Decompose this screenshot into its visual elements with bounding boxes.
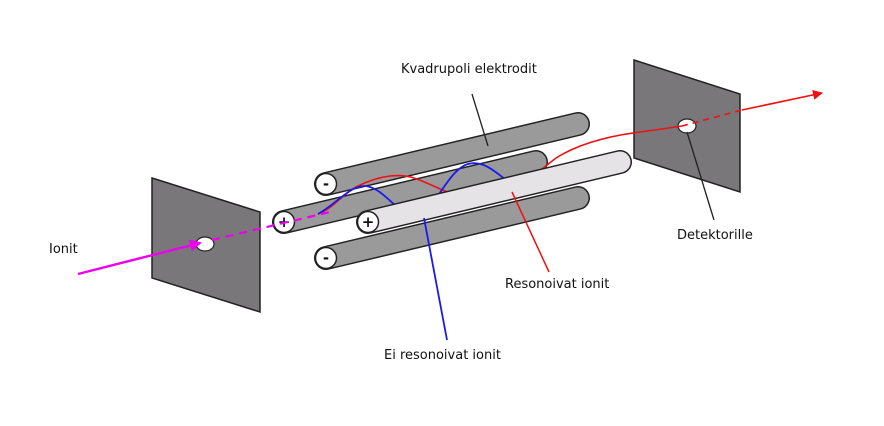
label-detector: Detektorille — [677, 228, 753, 243]
arrow-right-icon — [741, 89, 823, 111]
label-ions: Ionit — [49, 242, 78, 257]
leader-non-resonant — [423, 217, 448, 341]
rod-sign-bottom: - — [323, 249, 329, 267]
incoming-ion-beam — [77, 239, 202, 276]
rod-sign-top: - — [323, 175, 329, 193]
label-non-resonant-ions: Ei resonoivat ionit — [384, 348, 501, 363]
rod-sign-right: + — [362, 213, 375, 231]
leader-resonant — [511, 191, 550, 273]
incoming-ion-beam-dashed — [211, 210, 331, 242]
label-resonant-ions: Resonoivat ionit — [505, 277, 610, 292]
rod-right — [356, 150, 632, 234]
leader-detector — [686, 131, 715, 221]
label-quadrupole-electrodes: Kvadrupoli elektrodit — [401, 62, 537, 77]
leader-quadrupole — [471, 93, 489, 147]
rod-top — [314, 112, 590, 196]
rod-bottom — [314, 186, 590, 270]
